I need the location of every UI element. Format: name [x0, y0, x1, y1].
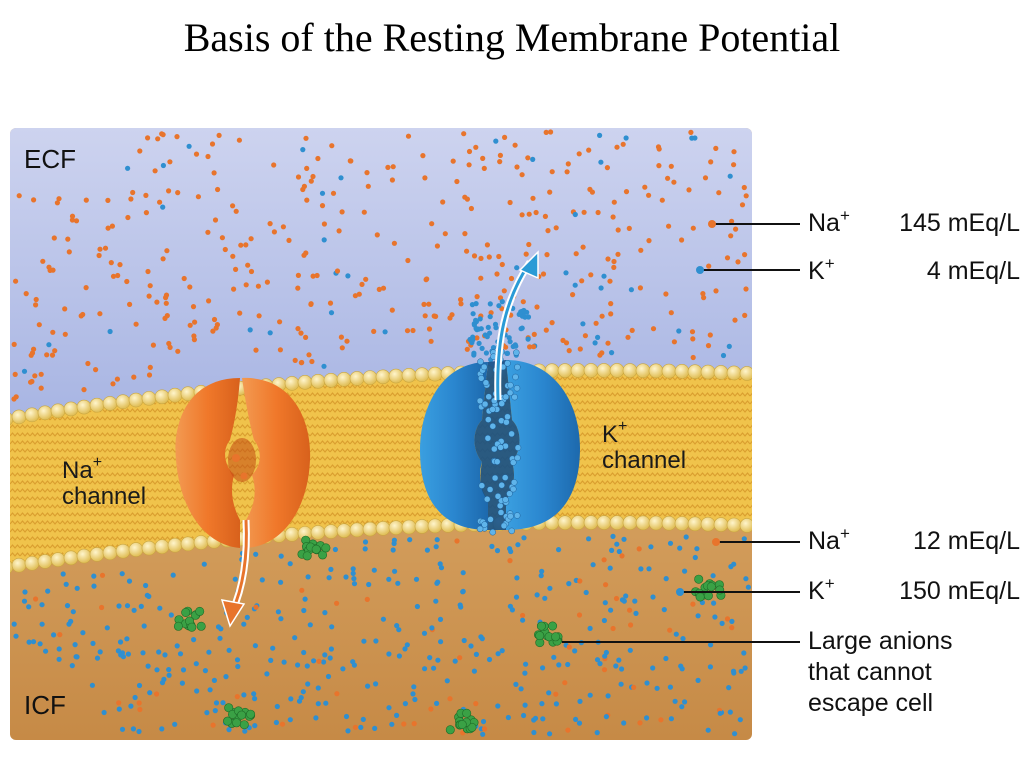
ecf-k-ion: K+: [808, 254, 835, 286]
leader-lines: [562, 223, 800, 643]
ecf-k-ion-symbol: K: [808, 257, 825, 285]
anions-label: Large anions that cannot escape cell: [808, 626, 953, 719]
ecf-na-charge: +: [839, 206, 850, 225]
icf-na-ion-symbol: Na: [808, 527, 840, 555]
ecf-na-ion-symbol: Na: [808, 209, 840, 237]
icf-na-ion: Na+: [808, 524, 850, 556]
ecf-na-value: 145 mEq/L: [899, 209, 1020, 237]
icf-label: ICF: [24, 690, 66, 720]
anions-line-1: Large anions: [808, 627, 953, 655]
potassium-channel: [420, 360, 580, 530]
ecf-na-ion: Na+: [808, 206, 850, 238]
ecf-k-charge: +: [824, 254, 835, 273]
sodium-channel: [175, 377, 311, 548]
icf-k-value: 150 mEq/L: [899, 577, 1020, 605]
potassium-channel-charge: +: [618, 418, 628, 435]
potassium-channel-word: channel: [602, 447, 687, 474]
anion-clusters: [173, 535, 726, 735]
anions-line-2: that cannot: [808, 658, 932, 686]
sodium-channel-ion: Na: [62, 457, 93, 484]
icf-na-value: 12 mEq/L: [912, 527, 1020, 555]
icf-k-ion: K+: [808, 574, 835, 606]
sodium-channel-label: Na+ channel: [62, 454, 147, 510]
sodium-channel-charge: +: [92, 454, 103, 471]
sodium-channel-word: channel: [62, 483, 147, 510]
anions-line-3: escape cell: [808, 689, 934, 717]
potassium-channel-ion: K: [602, 421, 619, 448]
ecf-region: [10, 128, 752, 418]
icf-k-charge: +: [824, 574, 835, 593]
ecf-label: ECF: [24, 144, 76, 174]
diagram-box: [10, 128, 752, 740]
ecf-k-value: 4 mEq/L: [926, 257, 1020, 285]
potassium-channel-label: K+ channel: [602, 418, 687, 474]
icf-na-charge: +: [839, 524, 850, 543]
icf-k-ion-symbol: K: [808, 577, 825, 605]
page-title: Basis of the Resting Membrane Potential: [183, 15, 841, 60]
